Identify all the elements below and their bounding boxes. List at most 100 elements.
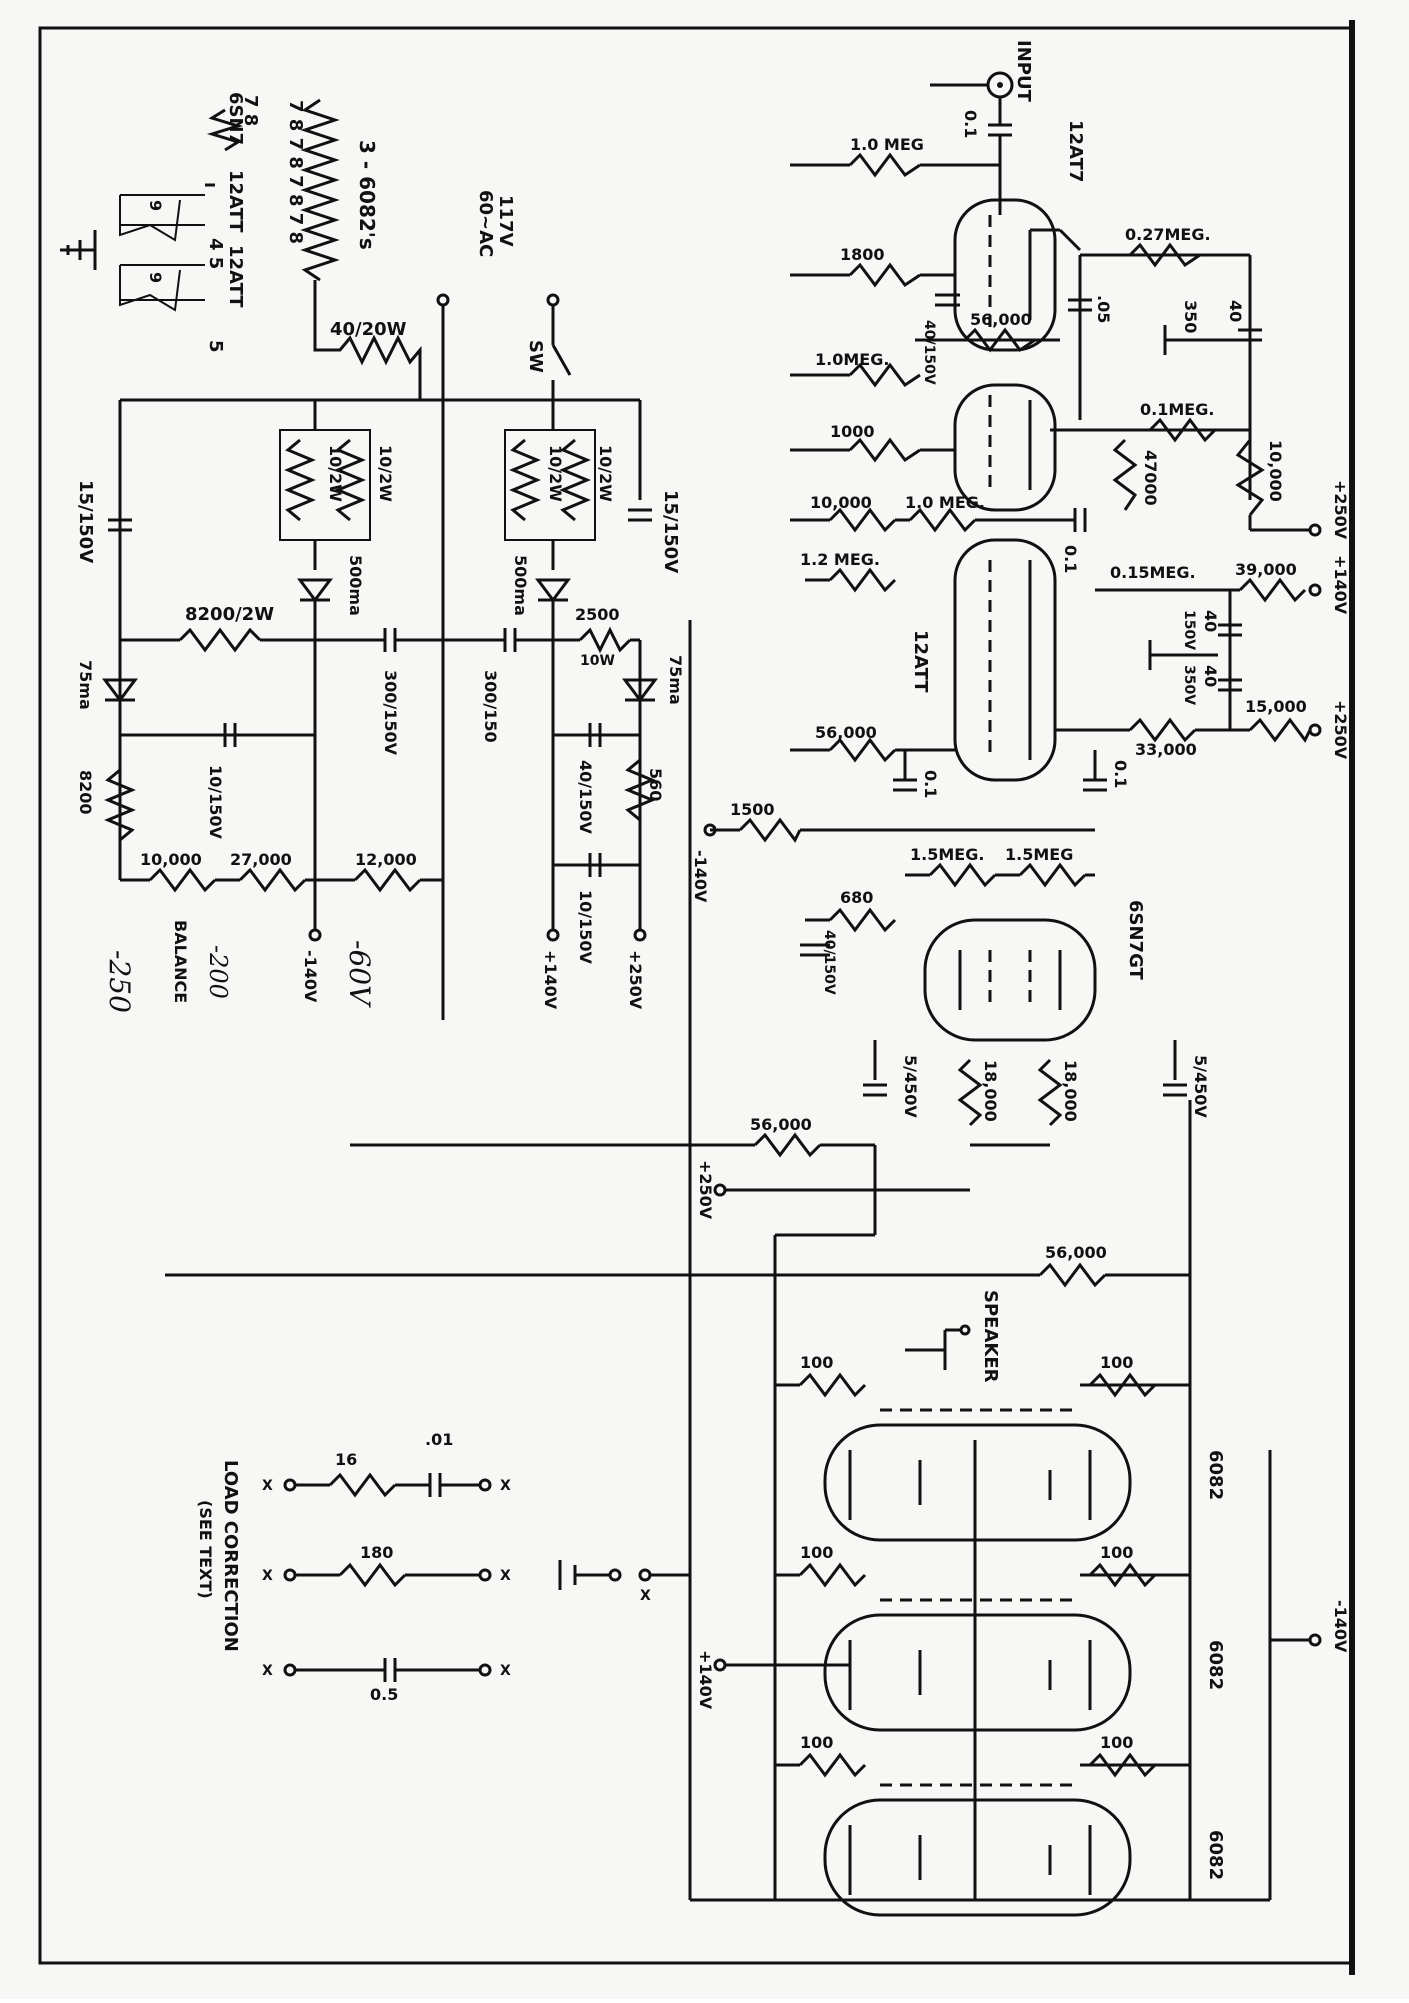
lc-c1-label: .01 — [425, 1430, 453, 1449]
mains-ac: 60~AC — [475, 190, 496, 257]
ps-r10000-label: 10,000 — [140, 850, 202, 869]
output-section: 6082 6082 6082 100 100 100 100 100 — [558, 620, 1350, 1917]
fe-r-p1-label: 18,000 — [981, 1060, 1000, 1122]
fe-r-fb2-label: 56,000 — [750, 1115, 812, 1134]
mains-section: 117V 60~AC SW — [436, 190, 572, 1020]
ps-c300b-label: 300/150 — [481, 670, 500, 743]
input-label: INPUT — [1013, 40, 1034, 103]
fe-r-b-label: 1.0 MEG. — [905, 493, 985, 512]
ps-c10b-label: 10/150V — [576, 890, 595, 965]
fe-r-grid2-label: 1.0MEG. — [815, 350, 889, 369]
fe-r-grid-label: 1.0 MEG — [850, 135, 924, 154]
lc-x4-label: X — [500, 1568, 511, 1584]
fe-c-out2-label: 5/450V — [1191, 1055, 1210, 1118]
out-r1-label: 100 — [800, 1353, 833, 1372]
out-minus-label: -140V — [1331, 1600, 1350, 1653]
fe-c-dec1-label: 40 — [1226, 300, 1245, 322]
tube-out2 — [823, 1613, 1132, 1732]
out-r6-label: 100 — [1100, 1733, 1133, 1752]
ps-c300a-label: 300/150V — [381, 670, 400, 756]
fe-supply2-label: +140V — [1331, 555, 1350, 615]
out-r5-label: 100 — [800, 1733, 833, 1752]
out-plus-label: +140V — [696, 1650, 715, 1710]
tube-out2-label: 6082 — [1205, 1640, 1226, 1690]
lc-x1-label: X — [262, 1478, 273, 1494]
tube-v3 — [923, 918, 1097, 1042]
ps-out-250: +250V — [626, 950, 645, 1010]
ps-c2-label: 15/150V — [660, 490, 681, 573]
fe-r-neg-label: 1500 — [730, 800, 775, 819]
fe-supply4-label: +250V — [696, 1160, 715, 1220]
lc-x5-label: X — [262, 1663, 273, 1679]
fe-r-plate1-label: 0.27MEG. — [1125, 225, 1211, 244]
speaker-label: SPEAKER — [980, 1290, 1001, 1383]
fe-c-c4-label: 0.1 — [1111, 760, 1130, 788]
ps-balance-label: BALANCE — [171, 920, 190, 1003]
fe-r-fb-label: 56,000 — [970, 310, 1032, 329]
fe-supply3-label: +250V — [1331, 700, 1350, 760]
fe-r-fb3-label: 56,000 — [1045, 1243, 1107, 1262]
heater-series-pins: 7 8 7 8 7 8 7 8 — [285, 100, 306, 244]
lc-subtitle: (SEE TEXT) — [196, 1500, 215, 1599]
fe-r-p2-label: 18,000 — [1061, 1060, 1080, 1122]
ps-c1-label: 15/150V — [75, 480, 96, 563]
fe-r-load2-label: 47000 — [1141, 450, 1160, 506]
heater-6sn7-label: 6SN7 — [225, 92, 246, 145]
fe-c-dec2v-label: 150V — [1181, 610, 1197, 650]
sheet-border — [38, 26, 1354, 1965]
heater-pin9b: 9 — [146, 272, 165, 283]
fe-r-plate3-label: 0.15MEG. — [1110, 563, 1196, 582]
fe-r-plate4-label: 33,000 — [1135, 740, 1197, 759]
tube-out3-label: 6082 — [1205, 1830, 1226, 1880]
lc-title: LOAD CORRECTION — [220, 1460, 241, 1652]
ps-out-140: +140V — [541, 950, 560, 1010]
ps-r1a-label: 10/2W — [326, 445, 345, 502]
heater-pins-c: 5 — [205, 340, 226, 353]
heater-pin9a: 9 — [146, 200, 165, 211]
out-r2-label: 100 — [1100, 1353, 1133, 1372]
out-r4-label: 100 — [1100, 1543, 1133, 1562]
ps-r27000-label: 27,000 — [230, 850, 292, 869]
ps-r8200-label: 8200 — [76, 770, 95, 815]
ps-d75a-label: 75ma — [76, 660, 95, 710]
fe-r-k-label: 680 — [840, 888, 873, 907]
ps-r2500w-label: 10W — [580, 653, 615, 669]
rotated-schematic: 7 8 6SN7 12ATT 12ATT 4 5 5 9 9 7 8 7 8 7… — [60, 40, 1350, 1917]
heater-resistor-label: 40/20W — [330, 319, 407, 340]
fe-r-cath3-label: 56,000 — [815, 723, 877, 742]
tube-v2-label: 12ATT — [910, 630, 931, 693]
out-r3-label: 100 — [800, 1543, 833, 1562]
heater-12at7b-label: 12ATT — [225, 245, 246, 308]
fe-c-couple1-label: .05 — [1094, 295, 1113, 323]
handwritten-note-3: -60V — [343, 940, 376, 1008]
ps-c40-label: 40/150V — [576, 760, 595, 835]
ps-r12000-label: 12,000 — [355, 850, 417, 869]
fe-c-k-label: 40/150V — [821, 930, 837, 995]
lc-c2-label: 0.5 — [370, 1685, 398, 1704]
heater-pin-label: 7 8 — [240, 95, 261, 126]
fe-c-out1-label: 5/450V — [901, 1055, 920, 1118]
lc-x6-label: X — [500, 1663, 511, 1679]
mains-switch-label: SW — [525, 340, 546, 373]
fe-supply-neg-label: -140V — [691, 850, 710, 903]
ps-out-neg: -140V — [301, 950, 320, 1003]
handwritten-note-2: -200 — [204, 945, 232, 999]
tube-out3 — [823, 1798, 1132, 1917]
fe-supply1-label: +250V — [1331, 480, 1350, 540]
ps-r-8200w-label: 8200/2W — [185, 604, 274, 625]
ps-r2b-label: 10/2W — [596, 445, 615, 502]
fe-r-dec3-label: 15,000 — [1245, 697, 1307, 716]
tube-out1-label: 6082 — [1205, 1450, 1226, 1500]
out-x-ground: X — [640, 1588, 651, 1604]
fe-r-a-label: 10,000 — [810, 493, 872, 512]
lc-r1-label: 16 — [335, 1450, 357, 1469]
ps-d2-label: 500ma — [511, 555, 530, 616]
ps-r560-label: 560 — [646, 768, 665, 801]
lc-r2-label: 180 — [360, 1543, 393, 1562]
tube-v3-label: 6SN7GT — [1125, 900, 1146, 981]
fe-r-g2-label: 1.5MEG — [1005, 845, 1073, 864]
tube-v1-label: 12AT7 — [1065, 120, 1086, 182]
fe-r-c-label: 1.2 MEG. — [800, 550, 880, 569]
fe-r-g1-label: 1.5MEG. — [910, 845, 984, 864]
